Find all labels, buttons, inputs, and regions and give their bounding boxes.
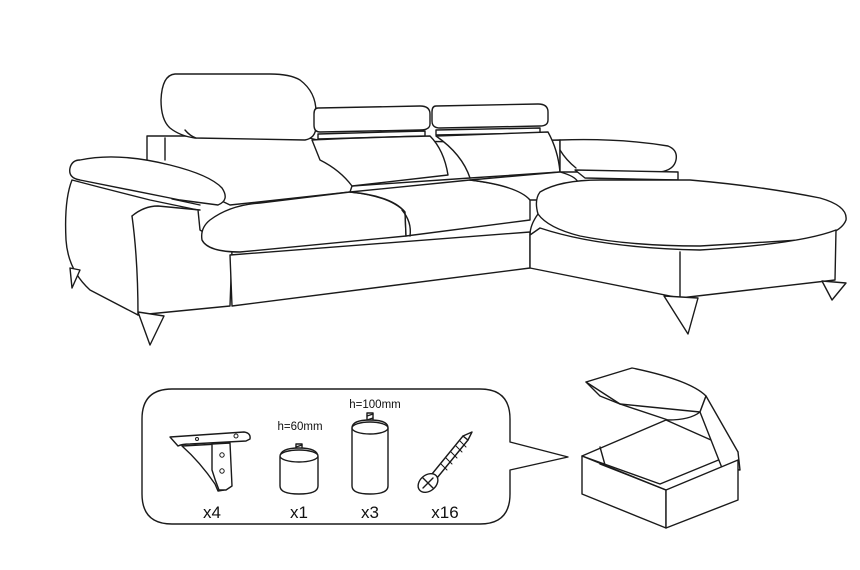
sofa-left-body [64,179,233,316]
corner-sofa-illustration [64,73,847,346]
foot-short-quantity: x1 [290,503,308,522]
foot-tall-height-label: h=100mm [349,399,400,411]
sofa-right-armrest [559,138,678,173]
leg-bracket-quantity: x4 [203,503,221,522]
box-right-side [665,459,739,529]
packaging-box-illustration [581,367,741,529]
sofa-chaise-cushion [535,179,847,247]
sofa-back-cushion-middle [311,135,449,187]
sofa-leg-back-left [69,267,81,289]
foot-tall-quantity: x3 [361,503,379,522]
sofa-right-headrest [431,103,549,129]
foot-short-icon [279,443,319,495]
foot-tall-icon [351,412,389,495]
sofa-chaise-base [529,227,837,299]
foot-short-height-label: h=60mm [277,421,322,433]
sofa-leg-front-left [137,311,165,346]
sofa-leg-back-right [821,280,847,301]
leg-bracket-icon [169,431,251,492]
box-lid [585,367,707,421]
sofa-left-headrest [160,73,317,141]
screw-quantity: x16 [431,503,458,522]
parts-callout-bubble [141,388,569,525]
screw-icon [417,431,473,494]
sofa-middle-headrest [313,105,431,133]
sofa-leg-front-right [663,295,699,335]
